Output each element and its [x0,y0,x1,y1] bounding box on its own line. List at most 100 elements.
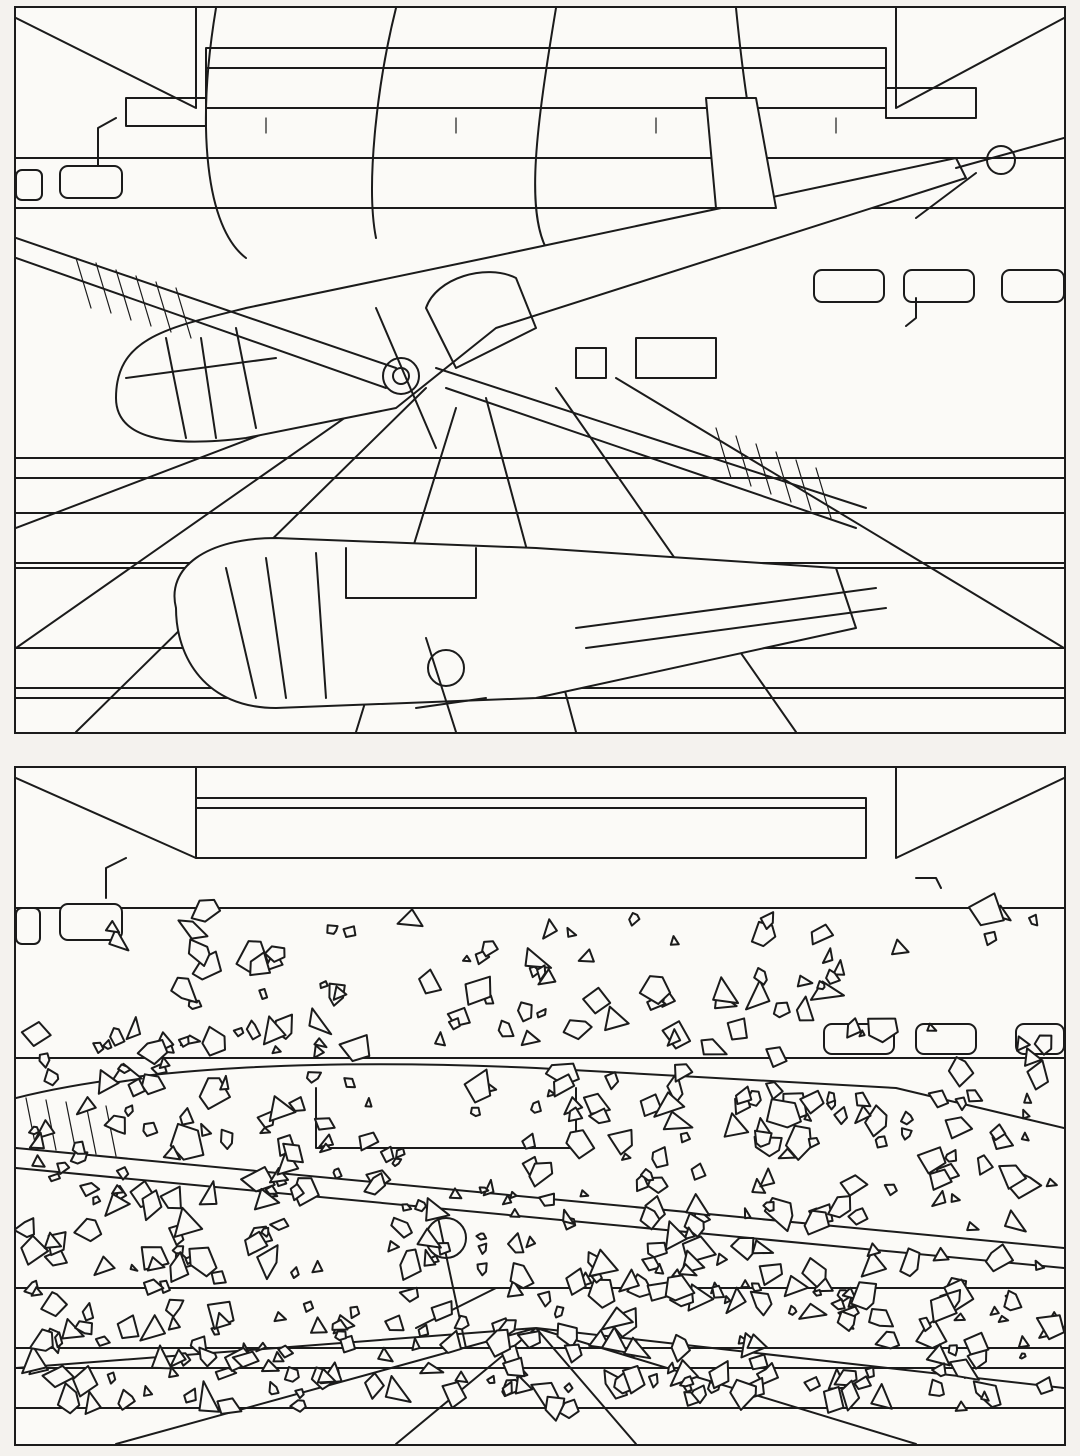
debris-shard [839,1174,869,1197]
debris-shard [567,1106,584,1123]
debris-shard [425,1197,451,1222]
debris-shard [56,1382,81,1415]
debris-shard [648,1373,659,1389]
debris-shard [899,1247,921,1278]
debris-shard [169,1122,205,1161]
debris-shard [306,1071,322,1084]
debris-shard [798,1302,828,1320]
debris-shard [860,1250,887,1278]
debris-shard [1003,1289,1023,1312]
debris-shard [944,1149,958,1163]
debris-shard [553,1305,565,1319]
debris-shard [745,979,771,1011]
debris-shard [777,1147,797,1160]
debris-shard [628,912,641,927]
debris-shard [1018,1352,1027,1360]
debris-shard [1026,1059,1049,1091]
debris-shard [313,1117,336,1131]
debris-shard [883,1183,898,1197]
debris-shard [536,1008,547,1019]
debris-shard [812,1288,823,1297]
debris-shard [268,1380,280,1396]
debris-shard [481,940,499,958]
debris-shard [803,1209,831,1236]
ceiling-structure-bottom [16,768,1064,1059]
debris-shard [654,1262,665,1275]
debris-shard [187,938,211,967]
debris-shard [108,927,130,952]
debris-shard [509,1208,521,1218]
debris-shard [947,1344,958,1357]
debris-shard [171,1245,185,1255]
debris-shard [31,1154,46,1168]
debris-shard [198,1346,218,1368]
debris-shard [111,1184,125,1195]
debris-shard [1033,1034,1053,1056]
debris-shard [588,1107,611,1125]
debris-shard [690,1384,707,1405]
debris-shard [141,1073,166,1096]
debris-shard [674,1063,694,1083]
debris-shard [308,1007,333,1036]
debris-shard [853,1375,872,1391]
debris-shard [966,1089,984,1103]
debris-shard [623,1336,652,1360]
debris-shard [245,1019,262,1041]
debris-shard [190,898,222,923]
debris-shard [807,1137,820,1149]
debris-shard [260,1226,270,1238]
debris-shard [708,1360,730,1390]
debris-shard [579,1189,590,1198]
debris-shard [448,1187,463,1200]
debris-shard [198,1180,218,1206]
debris-shard [129,1263,139,1272]
debris-shard [1004,1209,1027,1233]
debris-shard [646,1241,668,1259]
debris-shard [765,1098,802,1129]
debris-shard [423,1248,437,1267]
debris-shard [302,1300,315,1313]
debris-shard [832,959,846,976]
debris-shard [846,1017,862,1039]
debris-shard [618,1268,640,1293]
debris-shard [310,1316,328,1334]
debris-shard [725,1286,747,1315]
debris-shard [358,1131,380,1152]
debris-shard [735,1085,753,1105]
debris-shard [391,1157,403,1168]
debris-shard [866,1242,881,1257]
debris-shard [43,1249,68,1267]
debris-shard [125,1016,142,1041]
debris-shard [143,1385,154,1397]
debris-shard [319,1142,332,1154]
debris-shard [816,980,826,991]
debris-shard [525,1235,537,1249]
helicopter-main [16,8,1064,529]
debris-shard [679,1131,691,1144]
debris-shard [43,1231,63,1249]
debris-shard [712,976,740,1005]
debris-shard [577,948,595,963]
debris-shard [730,1236,755,1261]
debris-shard [795,995,815,1022]
debris-shard [653,1091,686,1118]
debris-shard [434,1031,446,1047]
debris-shard [867,1017,899,1044]
debris-shard [21,1345,48,1375]
debris-shard [115,1166,130,1181]
debris-shard [664,1220,688,1251]
debris-shard [364,1372,385,1400]
debris-shard [244,1230,269,1257]
debris-shard [678,1263,698,1277]
debris-shard [928,1378,945,1397]
debris-shard [28,1131,45,1150]
debris-shard [565,1267,587,1296]
debris-shard [117,1388,136,1411]
debris-shard [537,1290,552,1308]
debris-shard [379,1145,395,1164]
debris-shard [716,1252,728,1266]
debris-shard [116,1314,140,1340]
debris-shard [528,965,542,979]
debris-shard [864,1366,875,1379]
debris-shard [530,1100,542,1114]
